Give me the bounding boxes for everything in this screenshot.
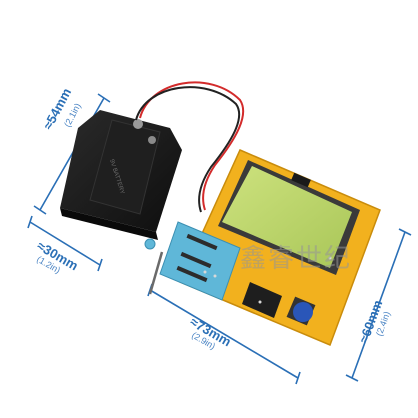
battery-holder: 9V BATTERY bbox=[60, 110, 182, 240]
chip bbox=[242, 282, 282, 318]
dim-line-73 bbox=[149, 289, 299, 379]
test-button bbox=[293, 302, 313, 322]
watermark-text: 鑫睿世纪 bbox=[240, 244, 353, 274]
battery-terminal bbox=[133, 119, 143, 129]
dimension-lines bbox=[27, 93, 412, 385]
battery-wires bbox=[135, 81, 245, 213]
zif-lever bbox=[148, 251, 164, 295]
dim-line-60 bbox=[351, 231, 406, 379]
tester-board bbox=[144, 149, 381, 346]
dim-line-30 bbox=[29, 221, 101, 266]
lcd-screen bbox=[222, 166, 352, 268]
